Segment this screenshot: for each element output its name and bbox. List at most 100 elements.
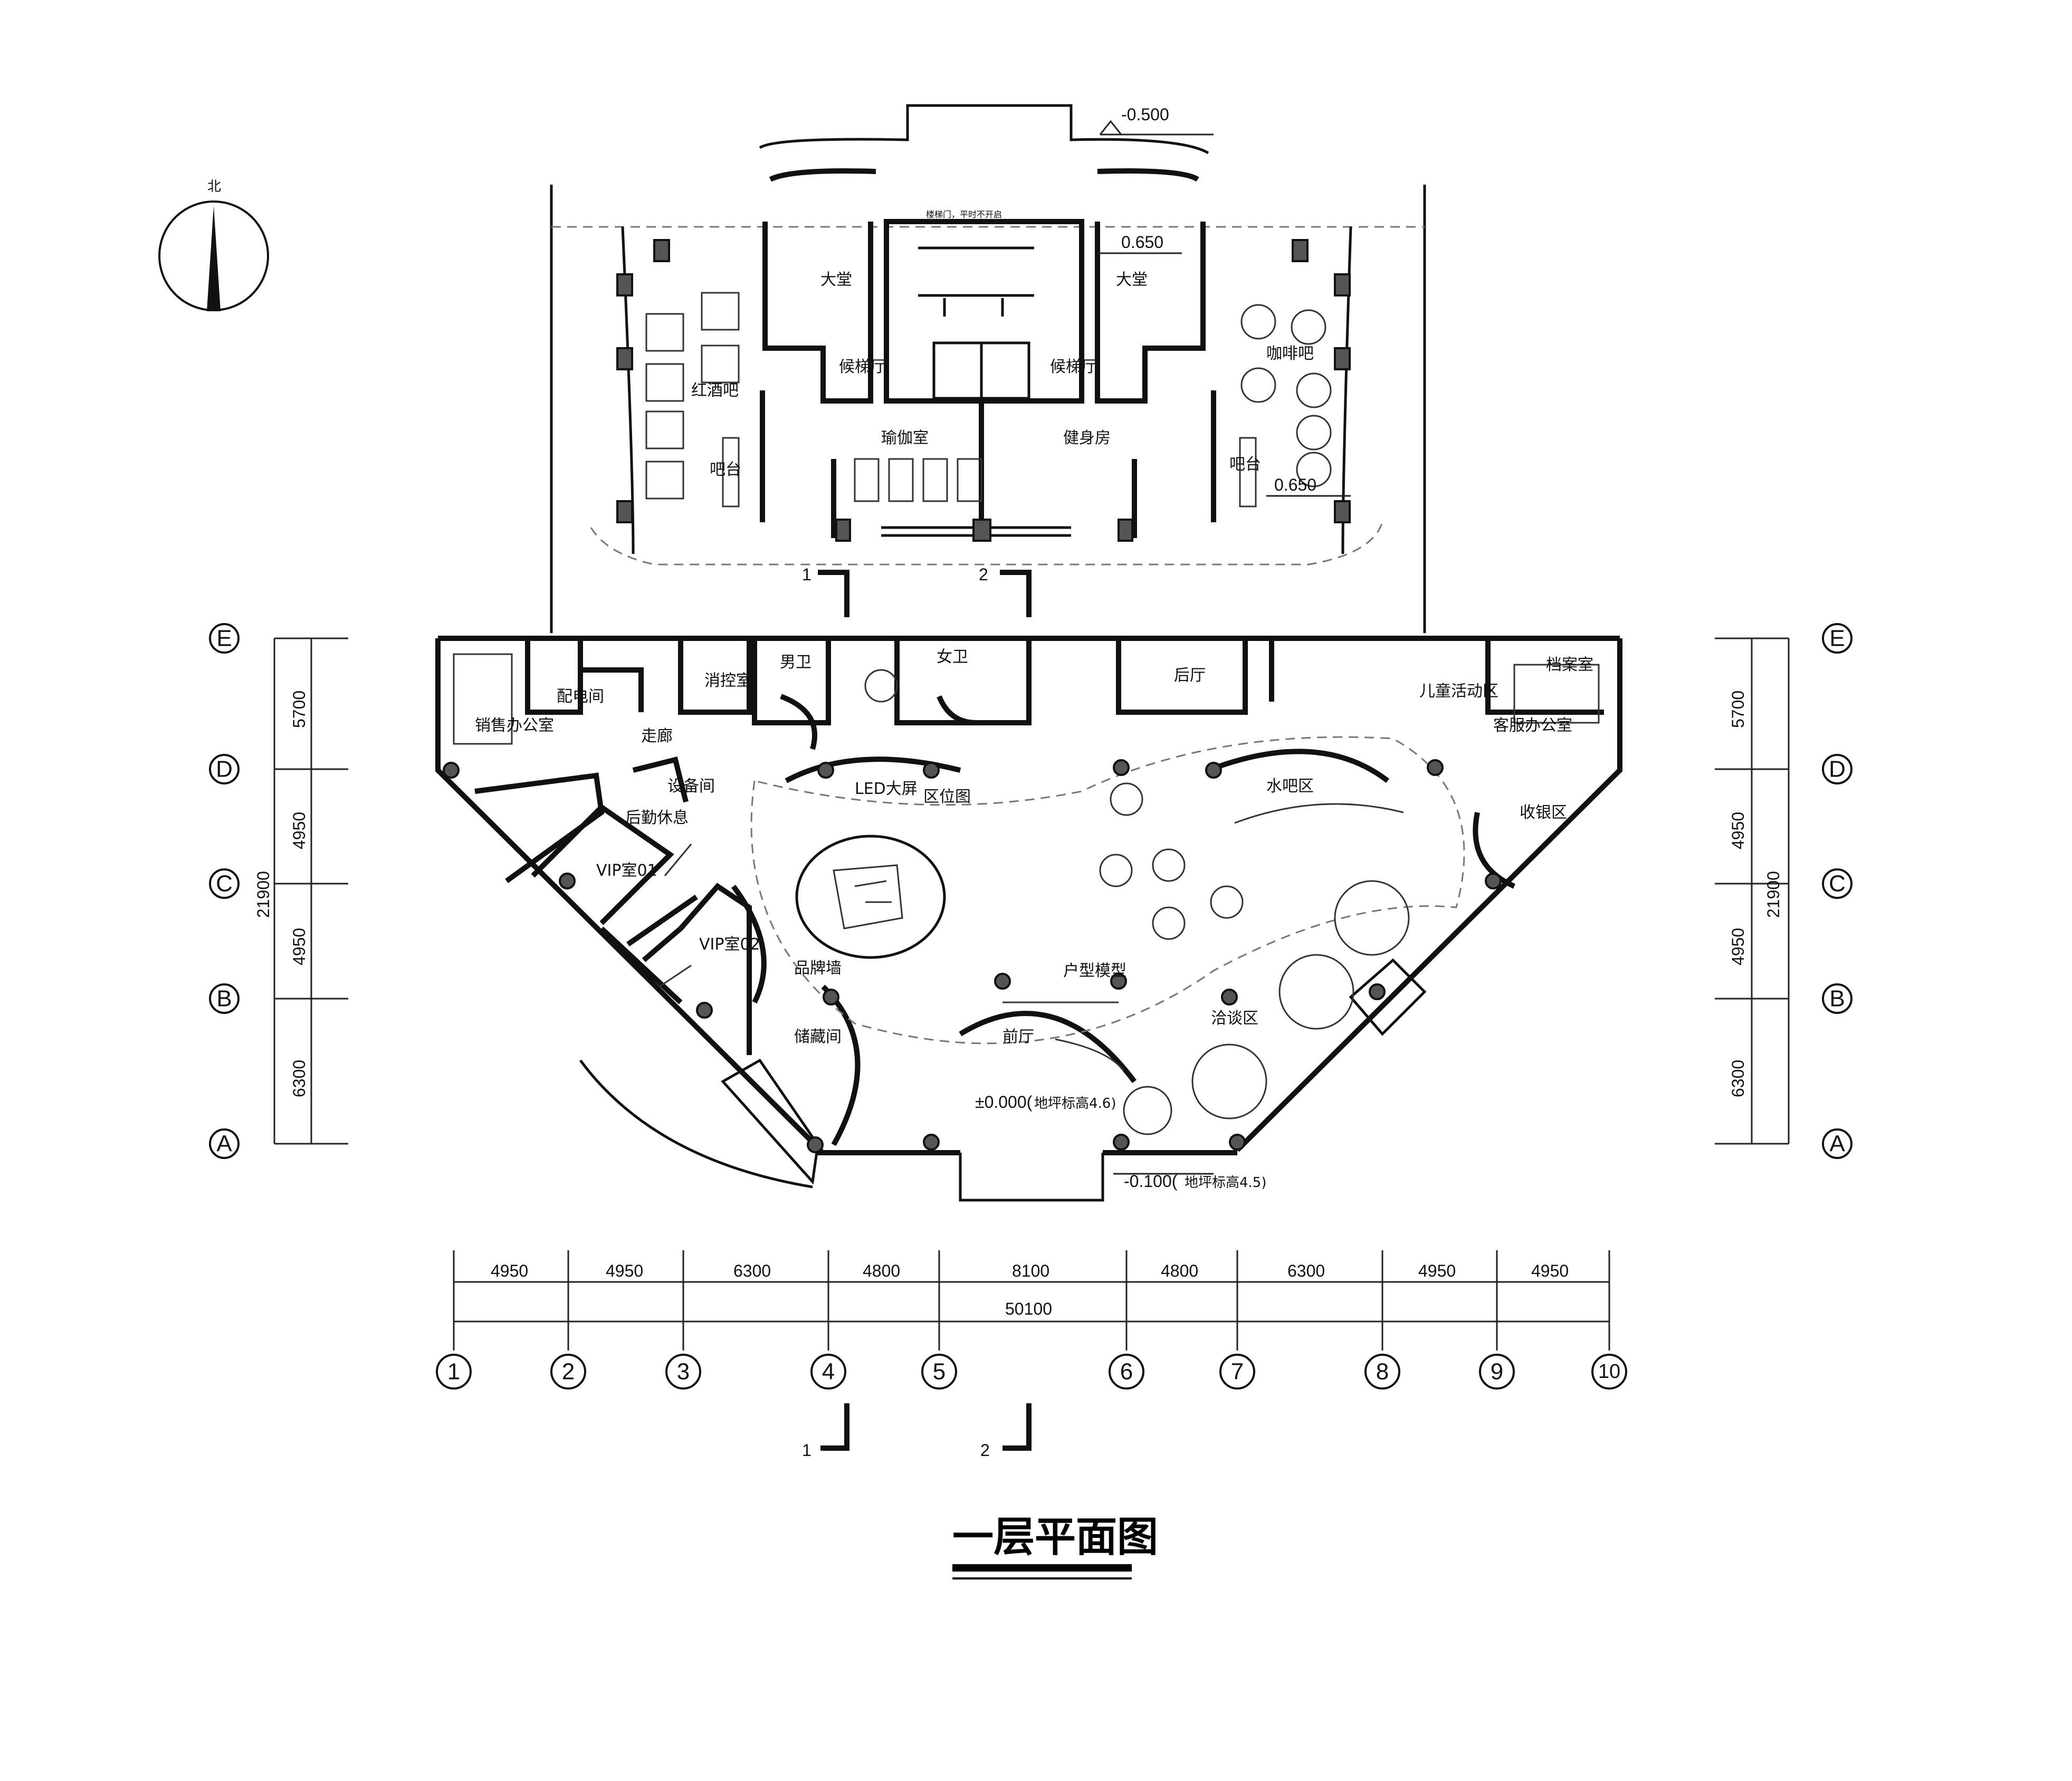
axis-col-6: 6 (1120, 1359, 1133, 1385)
room-cafe: 咖啡吧 (1266, 344, 1314, 363)
upper-building (550, 104, 1426, 633)
room-vip-01: VIP室01 (596, 861, 657, 880)
axis-col-9: 9 (1491, 1359, 1503, 1385)
room-kids-area: 儿童活动区 (1419, 682, 1498, 701)
level-bar: 0.650 (1274, 475, 1316, 494)
axis-col-7: 7 (1231, 1359, 1244, 1385)
level-entrance: -0.100( (1124, 1172, 1178, 1191)
drawing-title-block: 一层平面图 (952, 1514, 1158, 1579)
room-staff-rest: 后勤休息 (625, 809, 689, 827)
room-mens-restroom: 男卫 (780, 653, 811, 672)
row-total-left: 21900 (254, 871, 273, 918)
room-womens-restroom: 女卫 (937, 648, 968, 666)
col-total: 50100 (1005, 1299, 1052, 1318)
axis-col-4: 4 (822, 1359, 835, 1385)
cafe-tables (1240, 304, 1332, 487)
main-furniture (453, 653, 1600, 1135)
room-corridor: 走廊 (641, 727, 673, 745)
room-sales-office: 销售办公室 (475, 716, 554, 735)
level-main-note: 地坪标高4.6) (1034, 1096, 1116, 1112)
col-dim-8: 4950 (1418, 1261, 1456, 1280)
room-lobby-right: 大堂 (1116, 271, 1148, 289)
label-brand-wall: 品牌墙 (794, 959, 842, 978)
main-room-labels: 销售办公室 配电间 消控室 男卫 女卫 后厅 儿童活动区 档案室 客服办公室 走… (475, 648, 1593, 1046)
row-dim-1-left: 5700 (290, 691, 309, 728)
axis-row-c-left: C (216, 871, 233, 897)
room-yoga: 瑜伽室 (881, 429, 929, 447)
col-dim-9: 4950 (1531, 1261, 1569, 1280)
column-axes: 4950 4950 6300 4800 8100 4800 6300 4950 … (436, 1250, 1627, 1390)
level-entrance-note: 地坪标高4.5) (1185, 1175, 1267, 1191)
row-dim-4-right: 6300 (1729, 1060, 1748, 1097)
col-dim-3: 6300 (733, 1261, 771, 1280)
room-power-distribution: 配电间 (557, 687, 604, 706)
room-front-hall: 前厅 (1002, 1028, 1034, 1046)
col-dim-4: 4800 (863, 1261, 900, 1280)
room-elevator-hall-right: 候梯厅 (1050, 358, 1097, 376)
axis-row-d-right: D (1829, 757, 1846, 782)
room-cashier: 收银区 (1520, 803, 1567, 822)
section-mark-2-bottom: 2 (980, 1441, 990, 1460)
main-columns (443, 759, 1502, 1153)
row-dim-2-right: 4950 (1729, 812, 1748, 849)
drawing-title: 一层平面图 (952, 1514, 1158, 1561)
room-vip-02: VIP室02 (699, 935, 760, 954)
room-fire-control: 消控室 (704, 672, 752, 690)
row-dim-2-left: 4950 (290, 812, 309, 849)
axis-row-b-left: B (216, 986, 232, 1012)
axis-col-1: 1 (447, 1359, 460, 1385)
axis-col-2: 2 (562, 1359, 575, 1385)
north-label: 北 (207, 179, 221, 195)
room-customer-service: 客服办公室 (1493, 716, 1572, 735)
room-gym: 健身房 (1063, 429, 1111, 447)
room-wine-bar: 红酒吧 (691, 381, 739, 400)
north-arrow-icon: 北 (158, 179, 269, 311)
axis-col-10: 10 (1598, 1361, 1620, 1383)
col-dim-1: 4950 (491, 1261, 528, 1280)
level-markers-upper: -0.500 0.650 0.650 (1097, 105, 1351, 497)
row-axes-right: E D C B A 5700 4950 4950 6300 21900 (1715, 623, 1853, 1159)
col-dim-6: 4800 (1161, 1261, 1198, 1280)
label-unit-model: 户型模型 (1063, 962, 1126, 980)
room-lobby-left: 大堂 (820, 271, 852, 289)
wine-bar-tables (645, 292, 740, 500)
row-dim-4-left: 6300 (290, 1060, 309, 1097)
axis-row-a-right: A (1829, 1131, 1845, 1157)
axis-row-e-left: E (216, 626, 232, 652)
section-mark-2-top: 2 (979, 565, 988, 584)
room-bar-left: 吧台 (710, 461, 741, 479)
room-water-bar: 水吧区 (1266, 777, 1314, 796)
row-total-right: 21900 (1764, 871, 1783, 918)
col-dim-7: 6300 (1287, 1261, 1325, 1280)
row-dim-3-right: 4950 (1729, 928, 1748, 965)
axis-row-b-right: B (1829, 986, 1845, 1012)
stair-note: 楼梯门，平时不开启 (926, 209, 1002, 219)
axis-row-d-left: D (216, 757, 233, 782)
room-bar-right: 吧台 (1229, 455, 1261, 474)
room-equipment: 设备间 (667, 777, 715, 796)
level-upper-right: 0.650 (1121, 233, 1163, 252)
level-main: ±0.000( (975, 1093, 1033, 1112)
axis-row-c-right: C (1829, 871, 1846, 897)
section-mark-1-bottom: 1 (802, 1441, 811, 1460)
row-dim-3-left: 4950 (290, 928, 309, 965)
section-mark-1-top: 1 (802, 565, 811, 584)
level-markers-main: ±0.000( 地坪标高4.6) -0.100( 地坪标高4.5) (975, 1093, 1267, 1191)
axis-col-5: 5 (933, 1359, 946, 1385)
axis-row-e-right: E (1829, 626, 1845, 652)
room-back-hall: 后厅 (1174, 666, 1206, 685)
row-axes-left: E D C B A 5700 4950 4950 6300 21900 (209, 623, 348, 1159)
label-location-map: 区位图 (923, 788, 971, 806)
label-led-screen: LED大屏 (855, 780, 918, 798)
room-storage: 储藏间 (794, 1028, 842, 1046)
axis-col-8: 8 (1376, 1359, 1389, 1385)
section-marks: 1 2 1 2 (802, 565, 1032, 1460)
room-archive: 档案室 (1546, 656, 1593, 674)
row-dim-1-right: 5700 (1729, 691, 1748, 728)
col-dim-5: 8100 (1012, 1261, 1049, 1280)
main-building (435, 636, 1622, 1202)
axis-col-3: 3 (677, 1359, 690, 1385)
room-elevator-hall-left: 候梯厅 (839, 358, 886, 376)
col-dim-2: 4950 (606, 1261, 643, 1280)
